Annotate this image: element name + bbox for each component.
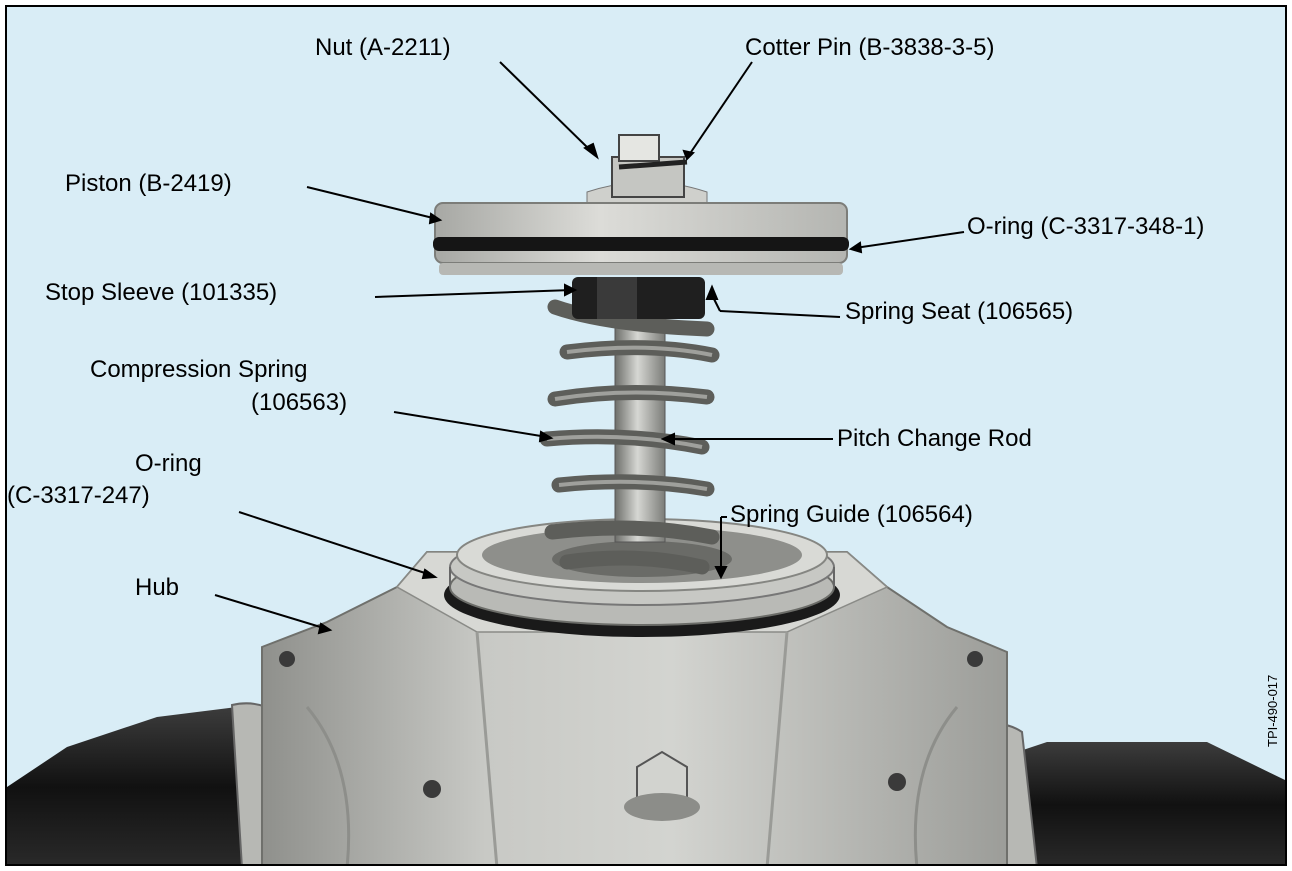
- piston-o-ring: [433, 237, 849, 251]
- figure-code: TPI-490-017: [1265, 674, 1280, 747]
- piston: [433, 181, 849, 275]
- label-stop-sleeve: Stop Sleeve (101335): [45, 279, 278, 306]
- propeller-hub-illustration: [7, 7, 1285, 864]
- label-o-ring-lower-line1: O-ring: [135, 450, 202, 477]
- leader-lines: [214, 61, 965, 635]
- label-o-ring-lower-line2: (C-3317-247): [7, 482, 150, 509]
- leader-cotter-pin: [688, 61, 753, 156]
- label-hub: Hub: [135, 574, 180, 601]
- figure-frame: Nut (A-2211) Cotter Pin (B-3838-3-5) Pis…: [5, 5, 1287, 866]
- label-spring-seat: Spring Seat (106565): [845, 298, 1074, 325]
- label-piston: Piston (B-2419): [65, 170, 232, 197]
- label-nut: Nut (A-2211): [315, 34, 451, 61]
- leader-spring-seat: [719, 310, 841, 318]
- leader-hub: [214, 594, 328, 630]
- leader-compression-spring: [393, 411, 548, 438]
- label-pitch-change-rod: Pitch Change Rod: [837, 425, 1032, 452]
- leader-stop-sleeve: [374, 289, 573, 298]
- label-cotter-pin: Cotter Pin (B-3838-3-5): [745, 34, 995, 61]
- label-compression-spring-line1: Compression Spring: [90, 356, 308, 383]
- label-o-ring-top: O-ring (C-3317-348-1): [967, 213, 1205, 240]
- compression-spring-highlight: [546, 345, 713, 491]
- leader-piston: [306, 186, 438, 220]
- cotter-pin: [618, 159, 688, 170]
- label-spring-guide: Spring Guide (106564): [730, 501, 973, 528]
- stop-sleeve: [572, 277, 705, 319]
- leader-nut: [499, 61, 591, 151]
- leader-o-ring-lower: [238, 511, 432, 576]
- label-compression-spring-line2: (106563): [251, 389, 348, 416]
- leader-o-ring-top: [854, 231, 965, 249]
